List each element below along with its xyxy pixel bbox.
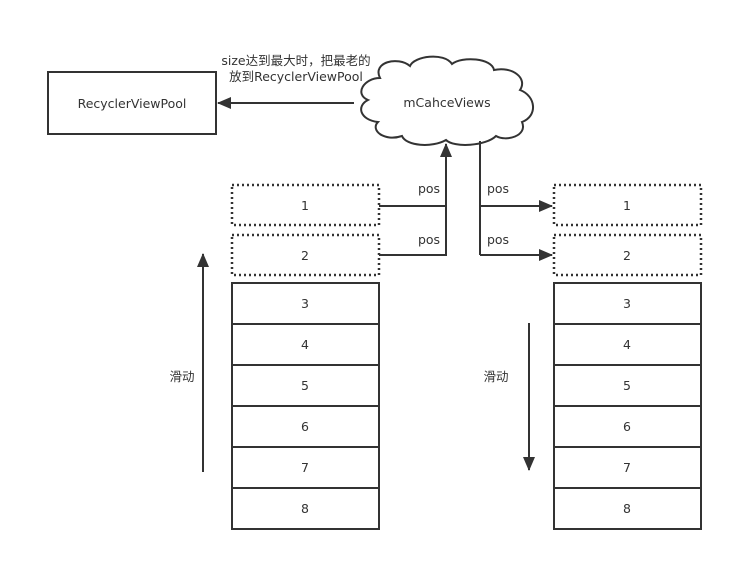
right-list-row-4 xyxy=(553,323,702,366)
pool-box-label: RecyclerViewPool xyxy=(78,96,187,111)
left-cached-items: 1 2 xyxy=(230,183,381,277)
left-list-row-5 xyxy=(231,364,380,407)
right-cached-item-1-label: 1 xyxy=(623,198,631,213)
recycler-view-pool-box: RecyclerViewPool xyxy=(47,71,217,135)
right-cached-item-2 xyxy=(552,233,703,277)
right-list-row-6 xyxy=(553,405,702,448)
right-list-row-6-label: 6 xyxy=(623,419,631,434)
left-list-row-5-label: 5 xyxy=(301,378,309,393)
overflow-note: size达到最大时，把最老的 放到RecyclerViewPool xyxy=(221,53,370,84)
right-cached-items: 1 2 xyxy=(552,183,703,277)
left-list-row-8 xyxy=(231,487,380,530)
overflow-note-line-1: size达到最大时，把最老的 xyxy=(221,53,370,68)
right-list-row-7 xyxy=(553,446,702,489)
overflow-note-line-2: 放到RecyclerViewPool xyxy=(229,69,363,84)
right-list-row-5-label: 5 xyxy=(623,378,631,393)
left-bottom-pos-label: pos xyxy=(418,232,440,247)
left-list-row-4 xyxy=(231,323,380,366)
right-cached-item-1 xyxy=(552,183,703,227)
left-list-row-6 xyxy=(231,405,380,448)
left-cached-item-1-label: 1 xyxy=(301,198,309,213)
left-list-row-6-label: 6 xyxy=(301,419,309,434)
left-list-row-7-label: 7 xyxy=(301,460,309,475)
right-list-row-3-label: 3 xyxy=(623,296,631,311)
left-list-row-3-label: 3 xyxy=(301,296,309,311)
left-item-1-to-cloud-connector xyxy=(379,143,452,207)
right-list-row-8-label: 8 xyxy=(623,501,631,516)
left-cached-item-2-label: 2 xyxy=(301,248,309,263)
right-list-row-7-label: 7 xyxy=(623,460,631,475)
pool-box-rect xyxy=(47,71,217,135)
left-visible-list: 3 4 5 6 7 8 xyxy=(231,282,380,530)
left-scroll-label: 滑动 xyxy=(169,369,194,384)
right-scroll-label: 滑动 xyxy=(483,369,508,384)
right-bottom-pos-label: pos xyxy=(487,232,509,247)
left-item-2-to-cloud-connector xyxy=(379,206,447,256)
cloud-shape xyxy=(360,55,534,146)
left-top-pos-label: pos xyxy=(418,181,440,196)
left-list-row-8-label: 8 xyxy=(301,501,309,516)
cloud-label: mCahceViews xyxy=(403,95,490,110)
left-list-row-4-label: 4 xyxy=(301,337,309,352)
left-list-row-7 xyxy=(231,446,380,489)
right-cached-item-2-label: 2 xyxy=(623,248,631,263)
right-list-row-4-label: 4 xyxy=(623,337,631,352)
right-visible-list: 3 4 5 6 7 8 xyxy=(553,282,702,530)
right-top-pos-label: pos xyxy=(487,181,509,196)
mcache-views-cloud: mCahceViews xyxy=(360,55,534,146)
right-list-row-8 xyxy=(553,487,702,530)
